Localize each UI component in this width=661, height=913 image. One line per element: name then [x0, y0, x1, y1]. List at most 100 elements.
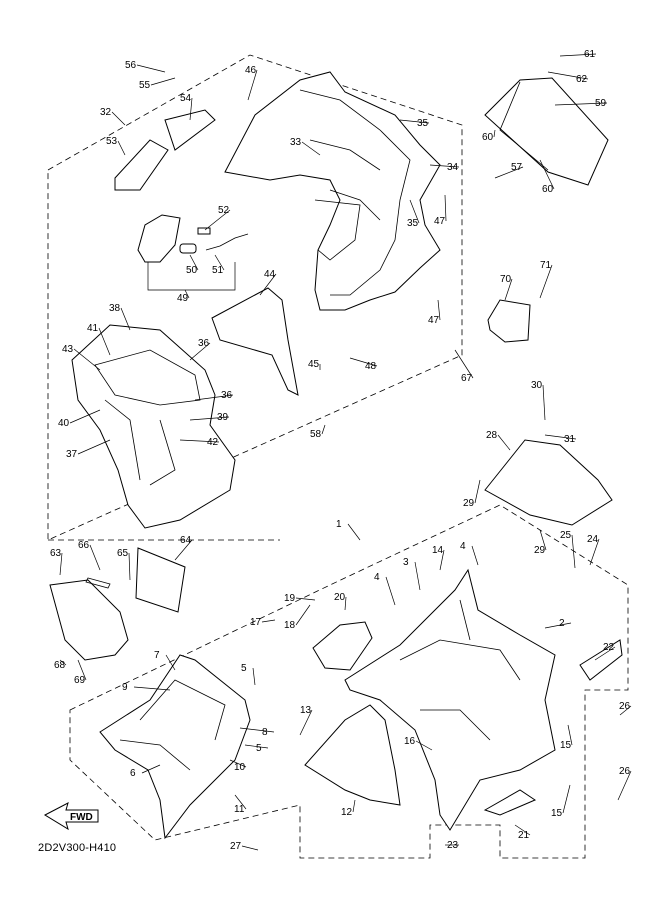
callout-leader-40	[69, 409, 101, 424]
callout-57: 57	[511, 162, 523, 173]
callout-leader-5	[244, 744, 269, 749]
callout-12: 12	[341, 807, 353, 818]
callout-54: 54	[180, 93, 192, 104]
callout-60: 60	[542, 184, 554, 195]
callout-17: 17	[250, 617, 262, 628]
bracket-49	[147, 262, 236, 291]
callout-4: 4	[374, 572, 380, 583]
callout-70: 70	[500, 274, 512, 285]
callout-leader-59	[554, 102, 608, 106]
callout-3: 3	[403, 557, 409, 568]
callout-36: 36	[198, 338, 210, 349]
callout-leader-49	[184, 289, 190, 299]
callout-leader-6	[141, 764, 161, 774]
callout-leader-33	[301, 141, 321, 156]
socket-51	[205, 233, 249, 251]
callout-1: 1	[336, 519, 342, 530]
callout-leader-66	[89, 544, 101, 571]
callout-leader-41	[98, 327, 111, 356]
callout-leader-39	[189, 416, 230, 421]
callout-leader-18	[295, 604, 311, 626]
callout-leader-43	[73, 348, 101, 371]
callout-leader-28	[497, 434, 511, 451]
callout-leader-36	[189, 342, 211, 361]
callout-35: 35	[417, 118, 429, 129]
lower-panel-6-detail	[119, 679, 226, 771]
upper-cowling	[224, 71, 441, 311]
callout-leader-48	[349, 357, 378, 367]
decal-64	[135, 547, 186, 613]
callout-leader-3	[414, 561, 421, 591]
callout-leader-35	[409, 199, 420, 224]
callout-leader-10	[229, 759, 247, 768]
callout-51: 51	[212, 265, 224, 276]
callout-leader-36	[194, 394, 234, 401]
callout-53: 53	[106, 136, 118, 147]
bulb-50	[179, 243, 197, 254]
callout-leader-64	[174, 539, 193, 561]
callout-25: 25	[560, 530, 572, 541]
upper-cowling-inner	[299, 89, 411, 296]
callout-6: 6	[130, 768, 136, 779]
callout-37: 37	[66, 449, 78, 460]
callout-68: 68	[54, 660, 66, 671]
callout-45: 45	[308, 359, 320, 370]
trim-22	[579, 639, 623, 681]
callout-63: 63	[50, 548, 62, 559]
callout-leader-67	[454, 349, 474, 379]
callout-9: 9	[122, 682, 128, 693]
callout-42: 42	[207, 437, 219, 448]
callout-leader-9	[133, 686, 171, 691]
side-cover-63	[49, 579, 129, 661]
callout-leader-25	[571, 534, 576, 569]
callout-leader-65	[128, 552, 131, 581]
callout-leader-56	[136, 64, 166, 73]
callout-leader-47	[444, 194, 447, 222]
callout-2: 2	[559, 618, 565, 629]
callout-71: 71	[540, 260, 552, 271]
callout-leader-57	[494, 166, 524, 179]
callout-leader-61	[559, 53, 597, 57]
callout-leader-38	[120, 307, 131, 331]
callout-leader-60	[539, 159, 555, 190]
callout-20: 20	[334, 592, 346, 603]
windshield-28	[484, 439, 613, 526]
callout-leader-54	[189, 97, 193, 121]
callout-leader-71	[539, 264, 553, 299]
callout-leader-53	[117, 140, 126, 156]
callout-leader-5	[252, 667, 256, 686]
callout-leader-35	[399, 119, 430, 124]
callout-43: 43	[62, 344, 74, 355]
callout-16: 16	[404, 736, 416, 747]
callout-leader-31	[544, 434, 577, 440]
callout-40: 40	[58, 418, 70, 429]
callout-leader-4	[385, 576, 396, 606]
callout-leader-58	[321, 424, 326, 435]
lower-cowling-inner	[399, 599, 521, 741]
callout-50: 50	[186, 265, 198, 276]
callout-47: 47	[434, 216, 446, 227]
callout-leader-63	[59, 552, 63, 576]
fwd-arrow-icon	[43, 802, 99, 831]
callout-24: 24	[587, 534, 599, 545]
callout-55: 55	[139, 80, 151, 91]
callout-61: 61	[584, 49, 596, 60]
callout-5: 5	[256, 743, 262, 754]
callout-32: 32	[100, 107, 112, 118]
decal-66	[85, 577, 111, 589]
callout-leader-44	[259, 273, 277, 296]
callout-22: 22	[603, 642, 615, 653]
callout-leader-19	[295, 597, 316, 601]
callout-33: 33	[290, 137, 302, 148]
callout-44: 44	[264, 269, 276, 280]
callout-46: 46	[245, 65, 257, 76]
duct-59	[484, 77, 609, 186]
callout-leader-22	[594, 646, 616, 661]
callout-52: 52	[218, 205, 230, 216]
callout-leader-13	[299, 709, 313, 736]
callout-26: 26	[619, 701, 631, 712]
callout-leader-24	[589, 538, 600, 566]
callout-leader-16	[415, 740, 433, 751]
callout-19: 19	[284, 593, 296, 604]
callout-leader-8	[239, 727, 275, 733]
